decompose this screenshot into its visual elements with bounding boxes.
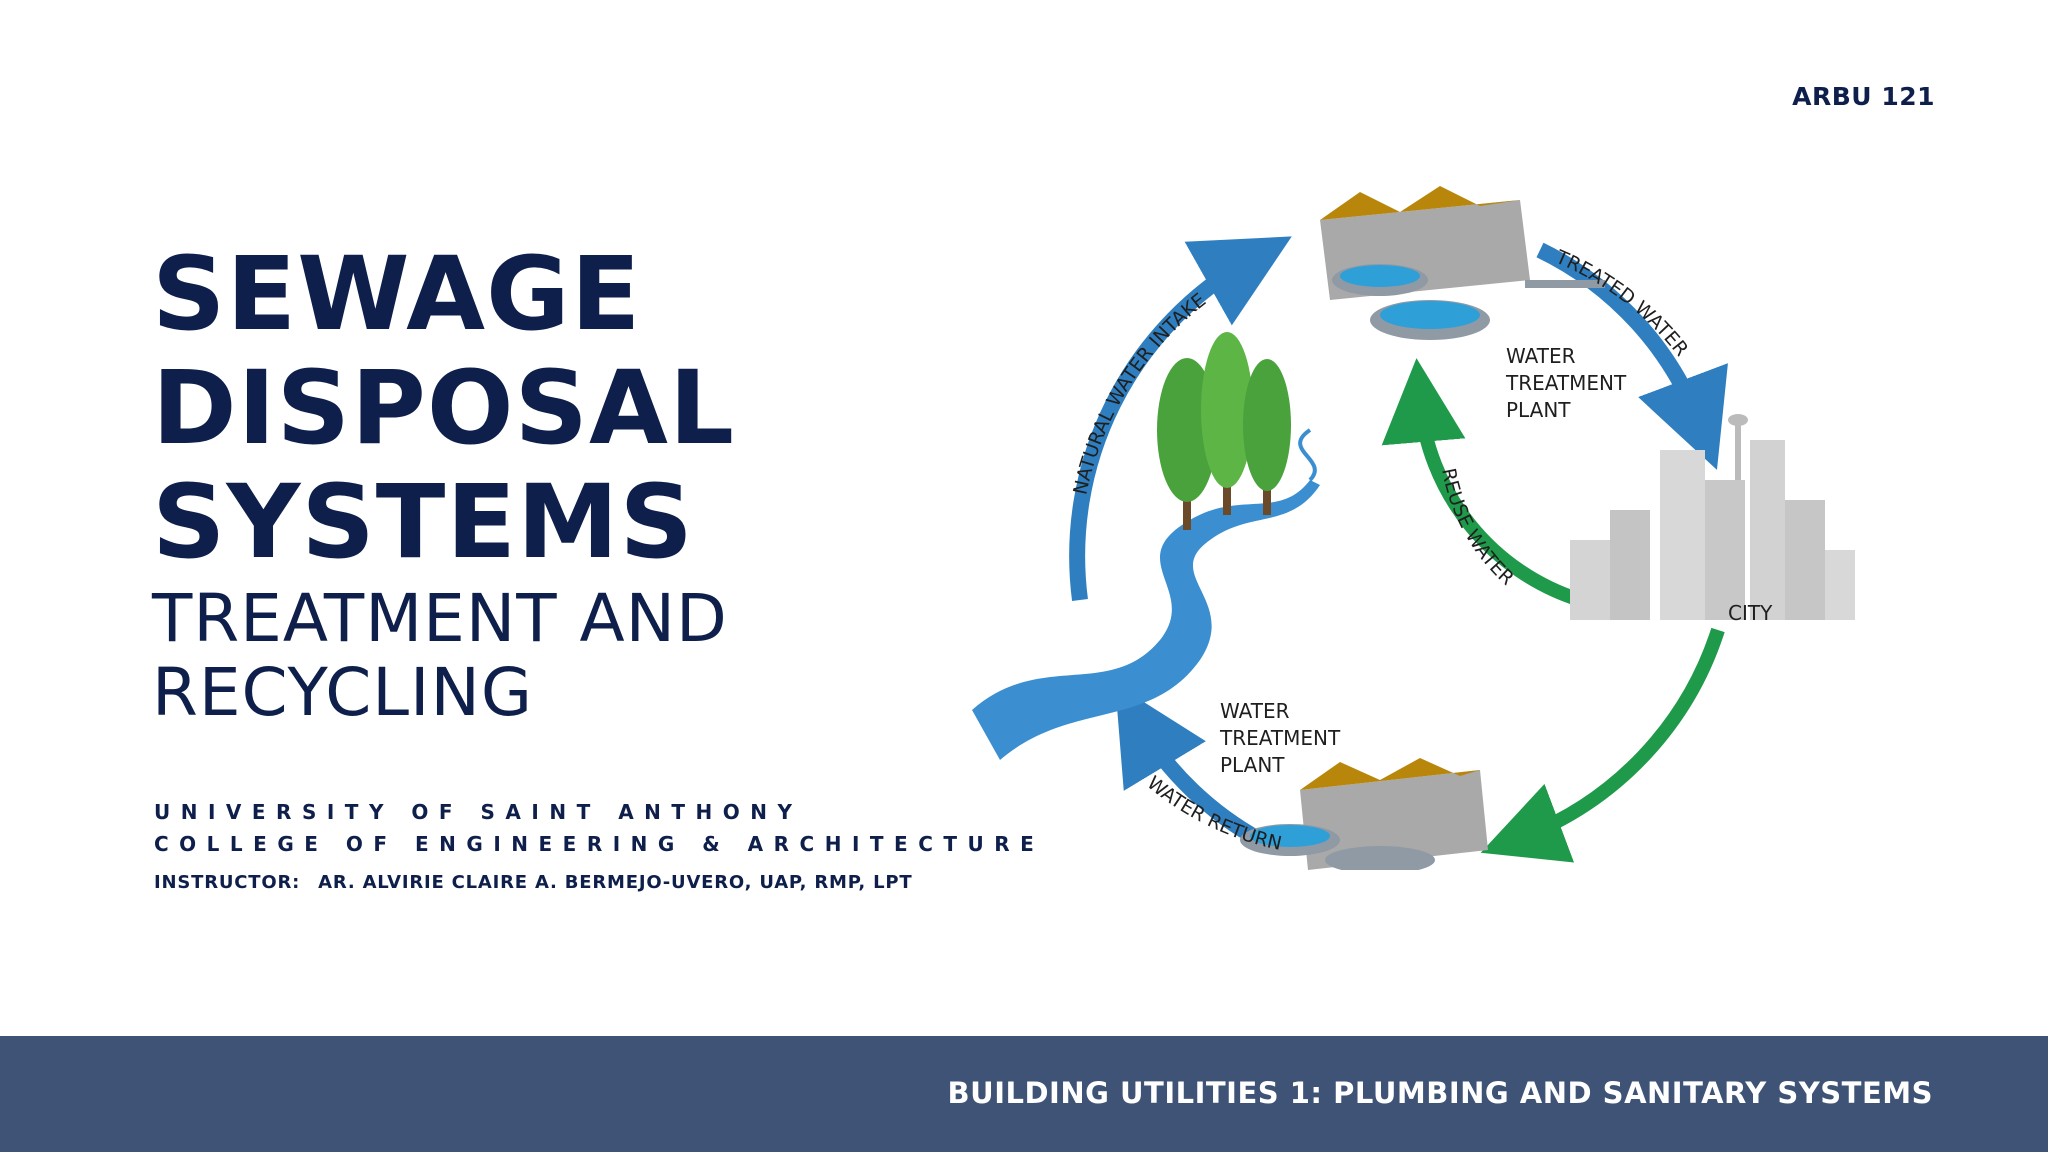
instructor-label: INSTRUCTOR:: [154, 872, 301, 893]
footer-text: BUILDING UTILITIES 1: PLUMBING AND SANIT…: [947, 1076, 1933, 1110]
institution-info: UNIVERSITY OF SAINT ANTHONY COLLEGE OF E…: [154, 796, 1044, 893]
subtitle-line-1: TREATMENT AND: [152, 580, 728, 657]
treatment-plant-top-icon: [1320, 186, 1605, 340]
plant-bottom-label-3: PLANT: [1220, 753, 1285, 777]
subtitle-line-2: RECYCLING: [152, 654, 534, 731]
city-icon: [1570, 414, 1855, 620]
plant-bottom-label-2: TREATMENT: [1219, 726, 1341, 750]
water-cycle-diagram: NATURAL WATER INTAKE TREATED WATER REUSE…: [972, 186, 1855, 870]
instructor-name: AR. ALVIRIE CLAIRE A. BERMEJO-UVERO, UAP…: [318, 872, 913, 893]
course-code: ARBU 121: [1792, 82, 1935, 111]
plant-top-label-1: WATER: [1506, 344, 1576, 368]
title-line-1: SEWAGE: [152, 235, 642, 354]
plant-top-label-3: PLANT: [1506, 398, 1571, 422]
instructor-line: INSTRUCTOR: AR. ALVIRIE CLAIRE A. BERMEJO…: [154, 872, 1044, 893]
water-return-label: WATER RETURN: [1143, 772, 1284, 855]
title-line-3: SYSTEMS: [152, 463, 695, 582]
city-outflow-arrow: [1480, 627, 1725, 863]
reuse-water-arrow: [1381, 358, 1583, 607]
plant-bottom-label-1: WATER: [1220, 699, 1290, 723]
treated-water-arrow: [1536, 242, 1728, 470]
trees-icon: [1157, 332, 1291, 530]
reuse-water-label: REUSE WATER: [1437, 466, 1518, 589]
title-line-2: DISPOSAL: [152, 349, 735, 468]
city-label: CITY: [1728, 601, 1773, 625]
treatment-plant-bottom-icon: [1240, 758, 1488, 870]
river-stream: [1298, 428, 1317, 482]
footer-bar: BUILDING UTILITIES 1: PLUMBING AND SANIT…: [0, 1036, 2048, 1152]
university-name: UNIVERSITY OF SAINT ANTHONY: [154, 800, 803, 824]
river: [972, 480, 1320, 760]
title-block: SEWAGE DISPOSAL SYSTEMS TREATMENT AND RE…: [152, 238, 952, 730]
college-name: COLLEGE OF ENGINEERING & ARCHITECTURE: [154, 832, 1045, 856]
natural-water-intake-arrow: [1069, 236, 1292, 602]
plant-top-label-2: TREATMENT: [1505, 371, 1627, 395]
water-return-arrow: [1115, 683, 1264, 848]
